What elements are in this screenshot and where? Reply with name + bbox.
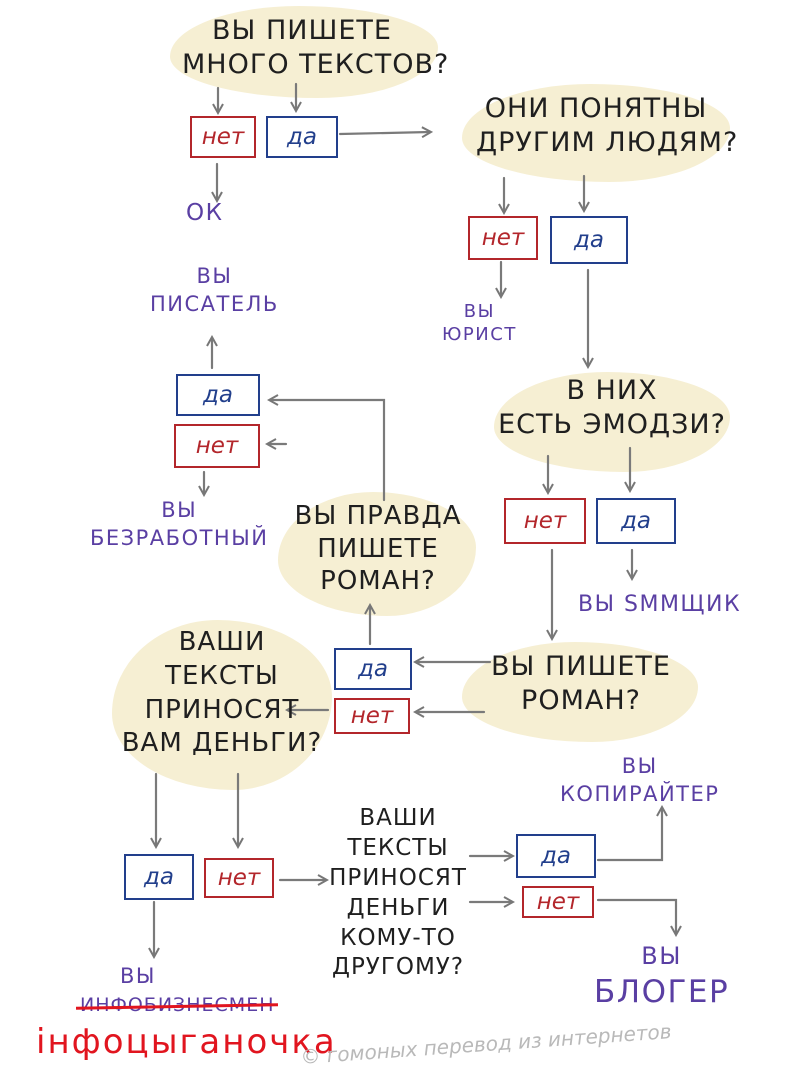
q6-line4: ВАМ ДЕНЬГИ? (121, 728, 323, 759)
q2-yes-button[interactable]: да (550, 216, 628, 264)
q1-no-button[interactable]: нет (190, 116, 256, 158)
q7-line5: КОМУ-ТО (340, 924, 456, 951)
q2-no-button[interactable]: нет (468, 216, 538, 260)
q7-yes-button[interactable]: да (516, 834, 596, 878)
q6-line2: ТЕКСТЫ (165, 660, 279, 691)
q5-line1: ВЫ ПРАВДА (294, 501, 462, 531)
q5-highlight (278, 492, 476, 616)
q4-line2: РОМАН? (521, 684, 641, 716)
q3-no-button[interactable]: нет (504, 498, 586, 544)
q3-yes-button[interactable]: да (596, 498, 676, 544)
q3-highlight (494, 372, 730, 472)
result-blogger: ВЫ БЛОГЕР (594, 940, 729, 1014)
q6-line1: ВАШИ (178, 627, 266, 657)
q7-line1: ВАШИ (359, 805, 437, 831)
result-ok: ОК (186, 200, 224, 226)
question-many-texts: ВЫ ПИШЕТЕ МНОГО ТЕКСТОВ? (182, 14, 450, 82)
q5-yes-button[interactable]: да (176, 374, 260, 416)
result-info-prefix: ВЫ (120, 964, 156, 988)
result-unemployed-line2: БЕЗРАБОТНЫЙ (90, 526, 269, 551)
question-money-others: ВАШИ ТЕКСТЫ ПРИНОСЯТ ДЕНЬГИ КОМУ-ТО ДРУГ… (326, 804, 470, 983)
question-emoji: В НИХ ЕСТЬ ЭМОДЗИ? (494, 374, 730, 442)
result-blogger-line1: ВЫ (641, 942, 682, 970)
q7-line3: ПРИНОСЯТ (329, 864, 467, 891)
result-writer: ВЫ ПИСАТЕЛЬ (150, 262, 279, 319)
result-blogger-line2: БЛОГЕР (594, 974, 730, 1011)
question-novel: ВЫ ПИШЕТЕ РОМАН? (470, 650, 692, 718)
q4-yes-button[interactable]: да (334, 648, 412, 690)
q2-highlight (462, 84, 730, 182)
q1-yes-button[interactable]: да (266, 116, 338, 158)
q1-line2: МНОГО ТЕКСТОВ? (182, 48, 450, 80)
result-unemployed: ВЫ БЕЗРАБОТНЫЙ (90, 496, 268, 553)
result-unemployed-line1: ВЫ (161, 498, 198, 522)
q3-line1: В НИХ (566, 375, 658, 406)
q5-line3: РОМАН? (320, 566, 436, 596)
q7-line6: ДРУГОМУ? (331, 954, 465, 981)
q4-highlight (462, 642, 698, 742)
result-copywriter-line1: ВЫ (621, 754, 658, 778)
q4-no-button[interactable]: нет (334, 698, 410, 734)
result-lawyer: ВЫ ЮРИСТ (442, 300, 517, 347)
result-writer-line2: ПИСАТЕЛЬ (150, 292, 279, 317)
q6-yes-button[interactable]: да (124, 854, 194, 900)
q7-no-button[interactable]: нет (522, 886, 594, 918)
q1-line1: ВЫ ПИШЕТЕ (212, 15, 392, 46)
q1-highlight (170, 6, 438, 98)
question-really-novel: ВЫ ПРАВДА ПИШЕТЕ РОМАН? (280, 500, 476, 598)
result-smm: ВЫ SMMЩИК (578, 592, 742, 617)
result-copywriter-line2: КОПИРАЙТЕР (560, 782, 720, 807)
question-money-you: ВАШИ ТЕКСТЫ ПРИНОСЯТ ВАМ ДЕНЬГИ? (112, 626, 332, 761)
result-writer-line1: ВЫ (196, 264, 233, 288)
result-lawyer-line2: ЮРИСТ (442, 324, 517, 346)
q6-no-button[interactable]: нет (204, 858, 274, 898)
result-lawyer-line1: ВЫ (463, 301, 496, 322)
q5-no-button[interactable]: нет (174, 424, 260, 468)
q2-line2: ДРУГИМ ЛЮДЯМ? (476, 126, 739, 158)
q6-line3: ПРИНОСЯТ (144, 694, 300, 725)
result-info-struck: ИНФОБИЗНЕСМЕН (80, 994, 275, 1016)
result-copywriter: ВЫ КОПИРАЙТЕР (560, 752, 719, 809)
q2-line1: ОНИ ПОНЯТНЫ (484, 93, 708, 124)
q3-line2: ЕСТЬ ЭМОДЗИ? (498, 408, 726, 440)
result-info-correction: iнфоцыганочка (36, 1022, 337, 1062)
q7-line2: ТЕКСТЫ (347, 834, 449, 861)
q4-line1: ВЫ ПИШЕТЕ (491, 651, 671, 682)
q5-line2: ПИШЕТЕ (317, 533, 439, 564)
question-understandable: ОНИ ПОНЯТНЫ ДРУГИМ ЛЮДЯМ? (476, 92, 739, 160)
q7-line4: ДЕНЬГИ (346, 894, 450, 921)
